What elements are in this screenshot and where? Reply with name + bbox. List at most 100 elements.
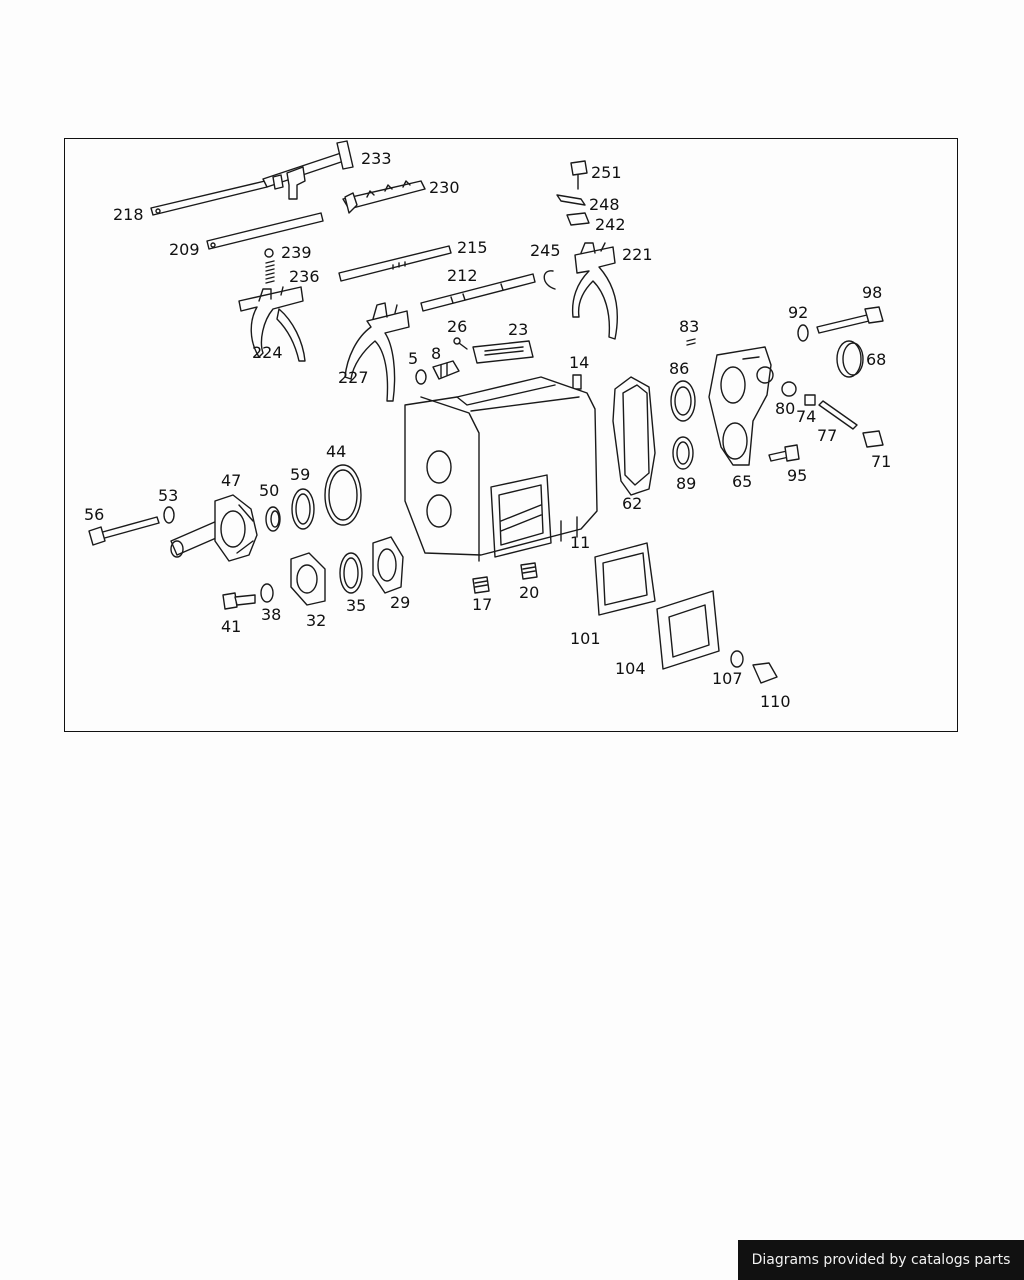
callout-95: 95 [787,466,807,485]
part-29-gasket [372,536,404,594]
part-35-seal-ring [339,552,363,594]
part-71-plug [862,430,884,448]
part-5-washer [415,369,427,385]
part-41-bolt [222,592,256,610]
part-248-lock-plate [556,194,586,206]
callout-44: 44 [326,442,346,461]
part-17-plug [472,576,490,594]
callout-80: 80 [775,399,795,418]
callout-98: 98 [862,283,882,302]
part-23-cover-plate [472,340,534,364]
part-110-plug [752,662,778,684]
callout-92: 92 [788,303,808,322]
part-80-nut [781,381,797,397]
part-230-shift-bar [342,180,426,214]
part-101-gasket [594,542,656,616]
transmission-parts-diagram: 233 230 218 209 239 236 215 212 224 227 … [84,140,891,711]
callout-101: 101 [570,629,601,648]
callout-59: 59 [290,465,310,484]
part-107-washer [730,650,744,668]
callout-239: 239 [281,243,312,262]
callout-32: 32 [306,611,326,630]
part-215-shift-rail [338,245,452,282]
parts-diagram-frame: 233 230 218 209 239 236 215 212 224 227 … [64,138,958,732]
callout-233: 233 [361,149,392,168]
part-83-pin [686,338,696,346]
part-11-gearbox-housing [404,376,598,562]
callout-245: 245 [530,241,561,260]
callout-50: 50 [259,481,279,500]
callout-68: 68 [866,350,886,369]
part-251-bolt [570,160,588,190]
part-95-bolt [768,444,800,462]
part-26-screw [453,337,468,350]
part-77-shaft [818,400,858,430]
callout-224: 224 [252,343,283,362]
part-8-plug [432,360,460,380]
part-236-spring [265,260,275,284]
callout-104: 104 [615,659,646,678]
part-227-shift-fork [344,302,410,402]
callout-248: 248 [589,195,620,214]
callout-230: 230 [429,178,460,197]
callout-221: 221 [622,245,653,264]
part-89-seal-ring [672,436,694,470]
part-218-shift-rail [150,180,268,216]
part-50-seal [265,506,281,532]
part-44-gasket [324,464,362,526]
callout-17: 17 [472,595,492,614]
part-68-oil-seal [836,340,864,378]
callout-212: 212 [447,266,478,285]
part-104-cover-plate [656,590,720,670]
callout-56: 56 [84,505,104,524]
callout-71: 71 [871,452,891,471]
part-212-shift-rail [420,273,536,312]
callout-14: 14 [569,353,589,372]
part-20-plug [520,562,538,580]
callout-8: 8 [431,344,441,363]
callout-107: 107 [712,669,743,688]
part-242-clamp [566,212,590,226]
part-209-shift-rail [206,212,324,250]
callout-227: 227 [338,368,369,387]
callout-110: 110 [760,692,791,711]
part-224-shift-fork [238,286,306,362]
callout-74: 74 [796,407,816,426]
part-86-seal-ring [670,380,696,422]
callout-41: 41 [221,617,241,636]
callout-47: 47 [221,471,241,490]
credit-banner: Diagrams provided by catalogs parts [738,1240,1024,1280]
callout-215: 215 [457,238,488,257]
callout-26: 26 [447,317,467,336]
part-239-ball [264,248,274,258]
callout-86: 86 [669,359,689,378]
callout-83: 83 [679,317,699,336]
callout-89: 89 [676,474,696,493]
part-92-washer [797,324,809,342]
part-59-gasket-ring [291,488,315,530]
callout-218: 218 [113,205,144,224]
callout-53: 53 [158,486,178,505]
callout-5: 5 [408,349,418,368]
part-53-washer [163,506,175,524]
callout-23: 23 [508,320,528,339]
part-32-cover-plate [290,552,326,606]
callout-209: 209 [169,240,200,259]
callout-35: 35 [346,596,366,615]
part-221-shift-fork [571,242,618,340]
part-98-bolt [816,306,884,334]
callout-65: 65 [732,472,752,491]
callout-251: 251 [591,163,622,182]
part-74-bushing [804,394,816,406]
callout-62: 62 [622,494,642,513]
callout-29: 29 [390,593,410,612]
part-245-circlip [543,270,556,290]
callout-20: 20 [519,583,539,602]
callout-242: 242 [595,215,626,234]
part-65-rear-housing [708,346,774,466]
part-233-shift-rod [262,140,354,200]
callout-236: 236 [289,267,320,286]
part-47-front-cover [170,494,258,562]
callout-11: 11 [570,533,590,552]
callout-38: 38 [261,605,281,624]
